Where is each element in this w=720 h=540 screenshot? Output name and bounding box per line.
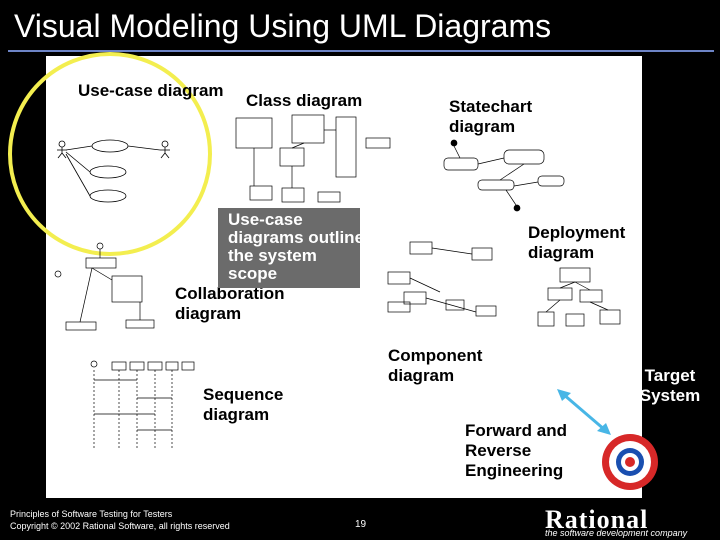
page-title: Visual Modeling Using UML Diagrams — [14, 8, 552, 44]
class-diagram-sketch — [235, 114, 391, 203]
collaboration-diagram-sketch — [54, 242, 155, 331]
component-diagram-sketch — [387, 241, 497, 317]
target-icon — [602, 434, 658, 490]
rational-logo: Rational — [545, 505, 649, 534]
footer-line2: Copyright © 2002 Rational Software, all … — [10, 521, 230, 531]
use-case-label: Use-case diagram — [78, 81, 224, 100]
sequence-label: Sequence diagram — [203, 385, 284, 424]
statechart-label: Statechart diagram — [449, 97, 533, 136]
component-label: Component diagram — [388, 346, 483, 385]
title-divider — [8, 50, 714, 52]
callout-box — [218, 208, 360, 288]
deployment-diagram-sketch — [537, 267, 621, 327]
forward-reverse-arrow — [557, 389, 611, 435]
logo-tagline: the software development company — [545, 528, 688, 538]
use-case-highlight-circle — [8, 52, 212, 256]
sequence-diagram-sketch — [90, 360, 195, 450]
statechart-diagram-sketch — [443, 139, 565, 212]
target-system-label: Target System — [639, 366, 701, 405]
callout-text: Use-case diagrams outline the system sco… — [228, 210, 365, 283]
forward-reverse-label: Forward and Reverse Engineering — [465, 421, 568, 480]
footer: Principles of Software Testing for Teste… — [10, 508, 230, 532]
collaboration-label: Collaboration diagram — [175, 284, 285, 323]
class-diagram-label: Class diagram — [246, 91, 363, 110]
use-case-diagram-sketch — [57, 139, 170, 203]
footer-line1: Principles of Software Testing for Teste… — [10, 509, 173, 519]
deployment-label: Deployment diagram — [528, 223, 626, 262]
page-number: 19 — [355, 519, 367, 530]
